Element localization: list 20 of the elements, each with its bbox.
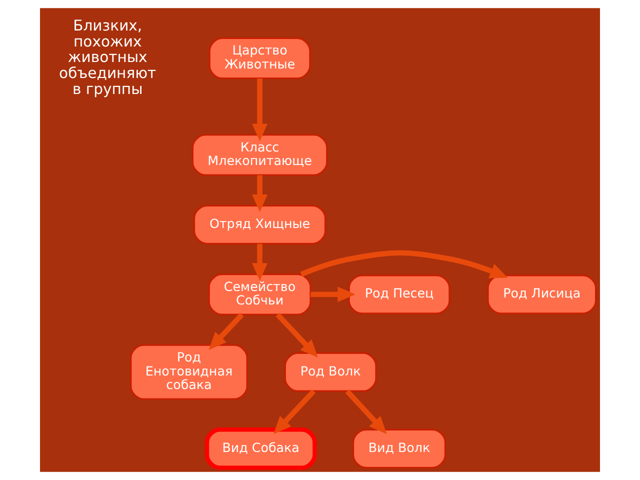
node-box: Семейство Собчьи [208,274,312,316]
arrow [252,175,268,212]
node-box: Род Песец [348,274,450,314]
node-box: Отряд Хищные [193,204,326,244]
arrow [310,286,356,302]
arrow [300,250,508,278]
node-box: Вид Собака [204,428,317,470]
arrow [208,312,244,350]
arrow [276,312,318,358]
node-box: Род Волк [284,352,377,392]
arrow [274,389,316,434]
node-box: Род Лисица [487,274,597,314]
node-box: Род Енотовидная собака [130,344,248,400]
arrow [252,244,268,281]
label: Близких, похожих животных объединяют в группы [59,17,156,98]
node-box: Класс Млекопитающе [192,134,328,176]
node-box: Царство Животные [208,37,311,80]
arrow [345,389,387,434]
arrow [252,78,268,142]
node-box: Вид Волк [352,428,446,468]
